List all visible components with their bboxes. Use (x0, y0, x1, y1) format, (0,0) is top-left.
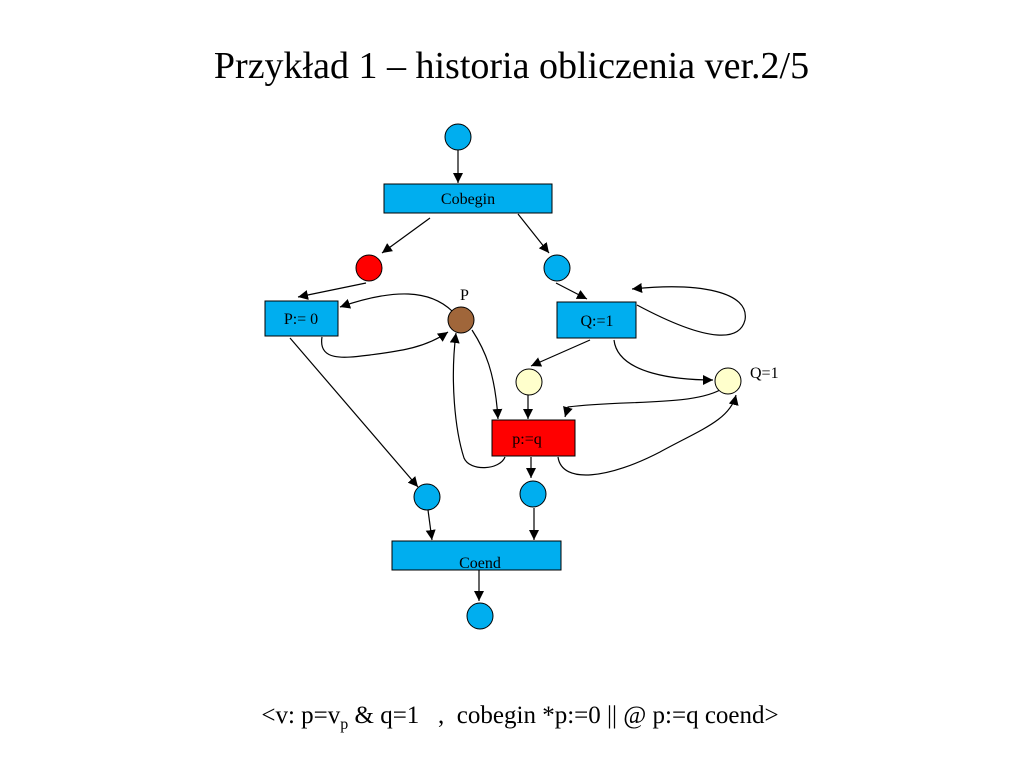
place-q-var (714, 367, 742, 395)
arc-done-left-to-coend (425, 509, 436, 541)
arc-pq-to-q-var (557, 394, 739, 476)
transition-p-assign (264, 300, 339, 337)
arc-q-var-to-pq (563, 389, 721, 418)
arc-cobegin-to-left-branch (381, 217, 431, 254)
transition-cobegin-label: Cobegin (441, 191, 495, 208)
arcs (289, 150, 746, 601)
place-mid (515, 368, 543, 396)
slide-title: Przykład 1 – historia obliczenia ver.2/5 (213, 45, 810, 87)
transition-pq (491, 419, 576, 457)
formula-subscript: p (340, 716, 349, 733)
place-q-var-label: Q=1 (750, 365, 779, 382)
arc-p-var-to-pq (471, 329, 503, 420)
arc-p-assign-to-done-left (289, 337, 419, 488)
arc-right-branch-to-q-assign (555, 282, 588, 300)
place-p-var (447, 306, 475, 334)
transition-coend (391, 540, 562, 571)
place-right-branch (543, 254, 571, 282)
arc-cobegin-to-right-branch (517, 213, 550, 254)
arc-p-var-to-p-assign (339, 293, 453, 312)
arc-q-assign-to-q-var-top (631, 283, 746, 336)
arc-p-assign-to-p-var (321, 331, 449, 358)
transition-p-assign-label: P:= 0 (284, 311, 318, 328)
place-done-right (519, 480, 547, 508)
arc-q-assign-to-mid (530, 339, 591, 367)
places (355, 123, 742, 630)
formula: <v: p=vp & q=1 , cobegin *p:=0 || @ p:=q… (0, 702, 1023, 734)
place-done-left (413, 483, 441, 511)
place-end (466, 602, 494, 630)
transition-coend-label: Coend (459, 555, 501, 572)
place-left-branch (355, 254, 383, 282)
transition-q-assign-label: Q:=1 (580, 313, 613, 330)
transition-q-assign (556, 301, 637, 339)
formula-suffix: & q=1 , cobegin *p:=0 || @ p:=q coend> (348, 702, 779, 729)
formula-prefix: <v: p=v (261, 702, 341, 729)
transition-pq-label: p:=q (512, 431, 541, 448)
arc-pq-to-p-var (449, 332, 506, 469)
place-start (444, 123, 472, 151)
transitions: Cobegin P:= 0 Q:=1 p:=q Coend (264, 183, 637, 572)
arc-left-branch-to-p-assign (297, 282, 367, 300)
transition-cobegin (383, 183, 553, 214)
arc-q-assign-to-q-var (613, 339, 714, 385)
place-p-var-label: P (460, 287, 469, 304)
